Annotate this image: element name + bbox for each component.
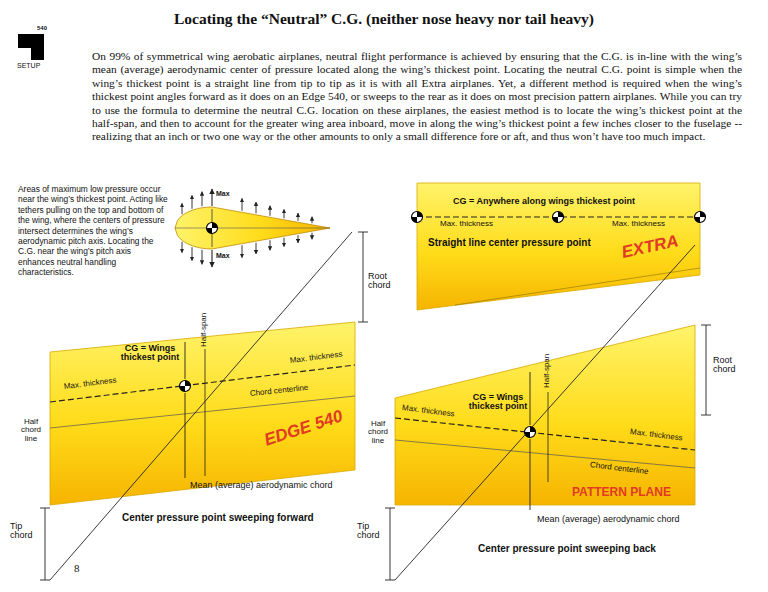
logo-number: 540 xyxy=(37,25,47,32)
tip-chord-bracket xyxy=(40,508,50,580)
dimension-label: Half chord line xyxy=(16,418,46,443)
dimension-label: Half-span xyxy=(199,313,208,347)
diagram-caption: Center pressure point sweeping back xyxy=(478,543,656,555)
mean-aerodynamic-chord xyxy=(185,393,186,478)
max-pressure-arrow xyxy=(211,189,212,206)
inner-line xyxy=(455,268,700,305)
logo-mark xyxy=(18,34,44,60)
mean-aerodynamic-chord xyxy=(530,439,531,510)
chord-line xyxy=(175,228,330,229)
cg-label: CG = Wings thickest point xyxy=(466,393,530,412)
cg-symbol xyxy=(695,212,706,223)
max-pressure-arrow xyxy=(211,250,212,267)
airfoil-shape xyxy=(175,207,330,249)
wing-caption: Straight line center pressure point xyxy=(428,237,591,248)
pressure-arrow xyxy=(270,240,271,250)
page-number: 8 xyxy=(74,562,80,575)
thickness-label: Max. thickness xyxy=(612,220,665,229)
dimension-label: Half chord line xyxy=(364,420,392,445)
pattern-plane-wing: CG = Wings thickest pointMax. thicknessM… xyxy=(395,325,695,505)
half-span-line xyxy=(205,349,206,476)
pressure-arrow xyxy=(192,195,193,208)
cg-label: CG = Wings thickest point xyxy=(118,344,182,363)
dimension-label: Half-span xyxy=(542,354,551,388)
cg-symbol xyxy=(553,212,564,223)
tip-chord-bracket xyxy=(385,508,395,580)
side-note: Areas of maximum low pressure occur near… xyxy=(18,184,168,278)
pressure-arrow xyxy=(202,250,203,265)
pressure-label: Max xyxy=(216,190,230,198)
airfoil-section-figure xyxy=(168,185,338,273)
pressure-arrow xyxy=(284,238,285,247)
pressure-arrow xyxy=(256,243,257,254)
dimension-label: Root chord xyxy=(368,272,400,291)
edge-540-wing: CG = Wings thickest pointMax. thicknessM… xyxy=(50,322,355,505)
airfoil-section: MaxMax xyxy=(168,185,338,273)
root-chord-bracket xyxy=(701,325,711,415)
pressure-arrow xyxy=(284,209,285,218)
cg-symbol xyxy=(412,212,423,223)
half-span-line xyxy=(548,392,549,482)
mean-aerodynamic-chord xyxy=(185,342,186,379)
pressure-arrow xyxy=(182,242,183,253)
cg-label: CG = Anywhere along wings thickest point xyxy=(453,197,635,207)
cg-symbol xyxy=(525,427,536,438)
chord-centerline xyxy=(395,440,695,468)
max-thickness-line xyxy=(50,365,355,402)
pressure-arrow xyxy=(298,213,299,221)
logo: 540SETUP xyxy=(16,24,62,74)
diagram-caption: Center pressure point sweeping forward xyxy=(122,512,314,524)
wing-planform xyxy=(417,183,700,310)
pressure-arrow xyxy=(312,217,313,224)
logo-word: SETUP xyxy=(17,62,40,70)
edge-540-wing-figure xyxy=(50,322,355,505)
pressure-arrow xyxy=(270,206,271,216)
pressure-arrow xyxy=(298,235,299,243)
dimension-label: Tip chord xyxy=(10,522,40,541)
wing-planform xyxy=(50,322,355,505)
pressure-arrow xyxy=(256,202,257,213)
pressure-arrow xyxy=(192,247,193,260)
extra-wing: CG = Anywhere along wings thickest point… xyxy=(417,183,700,310)
pressure-arrow xyxy=(312,233,313,240)
leader-label: Mean (average) aerodynamic chord xyxy=(190,480,333,490)
root-chord-bracket xyxy=(358,232,368,322)
page-title: Locating the “Neutral” C.G. (neither nos… xyxy=(0,10,768,28)
intro-paragraph: On 99% of symmetrical wing aerobatic air… xyxy=(92,50,742,144)
aircraft-name: PATTERN PLANE xyxy=(572,486,671,499)
thickness-label: Max. thickness xyxy=(440,220,493,229)
max-thickness-line xyxy=(395,418,695,450)
leader-label: Mean (average) aerodynamic chord xyxy=(537,514,680,524)
wing-planform xyxy=(395,325,695,505)
pressure-arrow xyxy=(242,245,243,257)
dimension-label: Tip chord xyxy=(357,522,387,541)
mean-aerodynamic-chord xyxy=(530,372,531,425)
mac-diagonal xyxy=(50,232,352,580)
pressure-arrow xyxy=(182,203,183,214)
cg-symbol xyxy=(207,223,218,234)
mac-diagonal xyxy=(395,245,695,580)
dimension-label: Root chord xyxy=(713,356,747,375)
cg-symbol xyxy=(180,381,191,392)
pressure-label: Max xyxy=(216,252,230,260)
pressure-arrow xyxy=(202,192,203,207)
pressure-arrow xyxy=(242,198,243,210)
